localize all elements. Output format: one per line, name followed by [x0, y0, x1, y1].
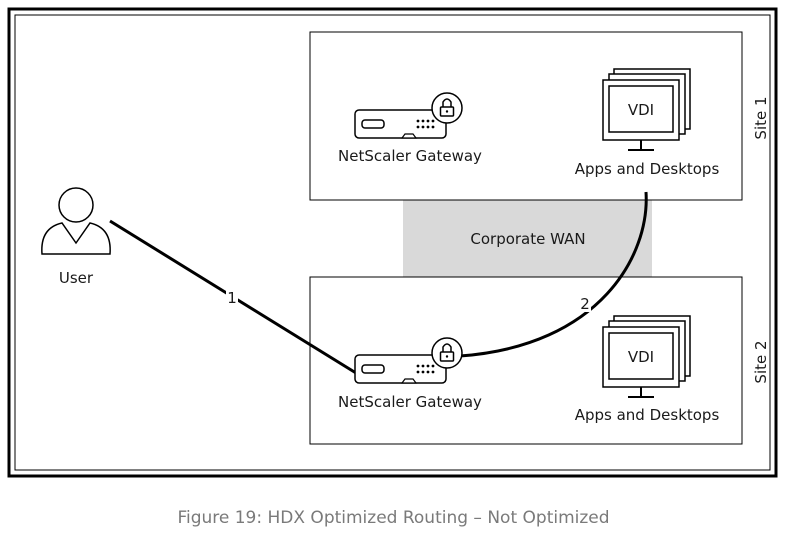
- monitor-stack-icon: [602, 315, 691, 398]
- outer-frame: [7, 7, 778, 478]
- site-1-box: [309, 31, 743, 201]
- padlock-icon: [431, 337, 463, 369]
- gateway-appliance-icon: [354, 109, 447, 139]
- vdi-2-text: VDI: [628, 348, 654, 366]
- monitor-stack-icon: [602, 68, 691, 151]
- site-2-box: [309, 276, 743, 445]
- routing-diagram: Corporate WAN Site 1 Site 2 1 2 User Net…: [7, 7, 778, 478]
- path-2-line: [459, 191, 648, 358]
- gateway-1-label: NetScaler Gateway: [338, 147, 482, 165]
- corporate-wan-band: [403, 200, 652, 277]
- figure-caption: Figure 19: HDX Optimized Routing – Not O…: [177, 508, 610, 528]
- path-1-label: 1: [227, 289, 237, 307]
- path-2-label: 2: [580, 295, 590, 313]
- inner-frame: [14, 14, 771, 471]
- apps-1-label: Apps and Desktops: [575, 160, 720, 178]
- apps-2-label: Apps and Desktops: [575, 406, 720, 424]
- vdi-1-text: VDI: [628, 101, 654, 119]
- corporate-wan-label: Corporate WAN: [470, 230, 585, 248]
- padlock-icon: [431, 92, 463, 124]
- site-1-label: Site 1: [752, 96, 770, 139]
- gateway-appliance-icon: [354, 354, 447, 384]
- site-2-label: Site 2: [752, 340, 770, 383]
- person-icon: [41, 187, 111, 255]
- user-label: User: [59, 269, 94, 287]
- gateway-2-label: NetScaler Gateway: [338, 393, 482, 411]
